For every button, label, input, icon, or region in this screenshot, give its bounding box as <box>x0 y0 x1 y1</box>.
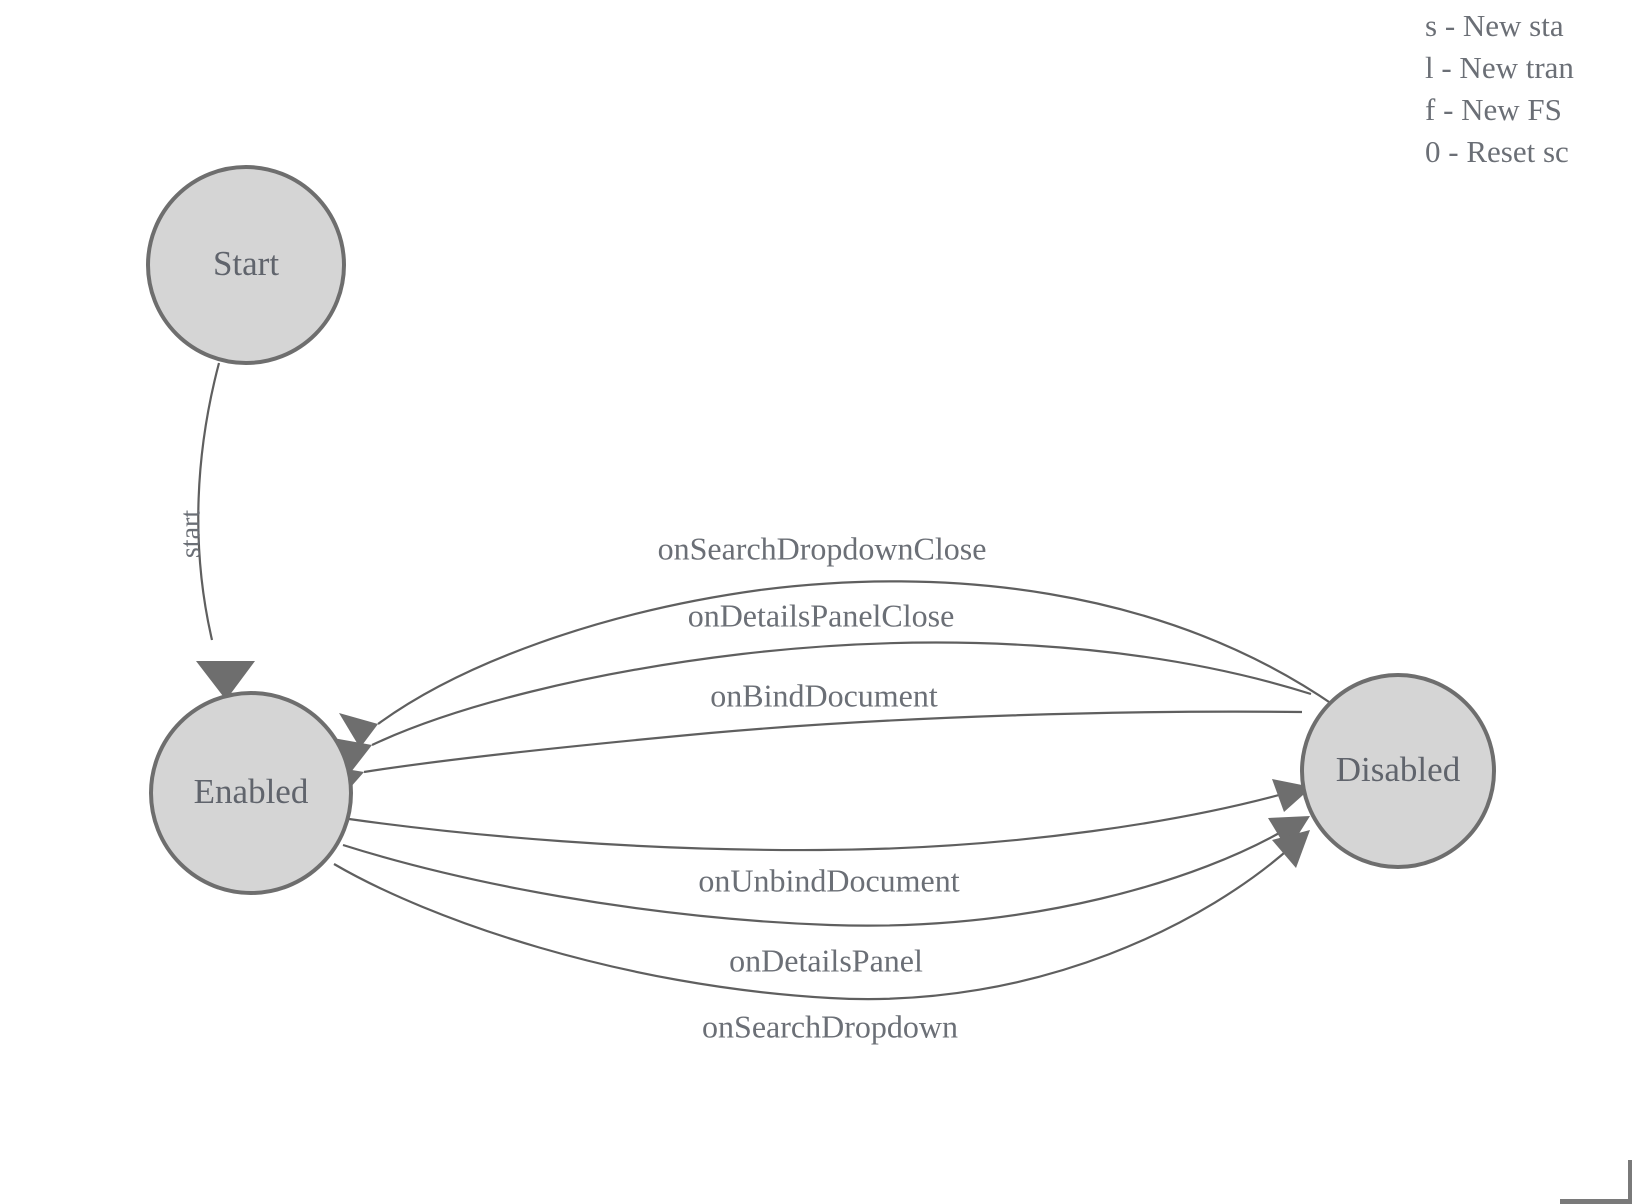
edge-disabled-to-enabled-1[interactable] <box>339 580 1336 748</box>
edge-disabled-to-enabled-2[interactable] <box>333 641 1312 772</box>
node-disabled[interactable]: Disabled <box>1300 673 1496 869</box>
edge-label-start: start <box>175 510 206 558</box>
arrowhead-icon <box>1272 830 1310 868</box>
node-start[interactable]: Start <box>146 165 346 365</box>
arrowhead-icon <box>196 661 255 700</box>
edge-label-on-search-dropdown-close: onSearchDropdownClose <box>658 530 987 566</box>
edge-path <box>348 790 1291 852</box>
edge-path <box>342 827 1289 927</box>
keyboard-shortcuts-legend: s - New sta l - New tran f - New FS 0 - … <box>1425 0 1632 173</box>
node-disabled-label: Disabled <box>1336 750 1461 789</box>
panel-border-bottom <box>1560 1199 1632 1204</box>
edge-label-on-search-dropdown: onSearchDropdown <box>702 1008 958 1044</box>
edge-path <box>333 845 1293 1001</box>
node-enabled[interactable]: Enabled <box>149 691 353 895</box>
arrowhead-icon <box>333 738 372 772</box>
edge-label-on-bind-document: onBindDocument <box>710 677 938 713</box>
edge-enabled-to-disabled-1[interactable] <box>348 779 1312 852</box>
shortcut-new-fsm: f - New FS <box>1425 92 1562 127</box>
shortcut-reset: 0 - Reset sc <box>1425 134 1569 169</box>
edge-start-to-enabled[interactable] <box>196 362 255 700</box>
edge-path <box>377 580 1336 725</box>
arrowhead-icon <box>339 713 378 748</box>
edge-disabled-to-enabled-3[interactable] <box>328 710 1303 797</box>
node-disabled-circle <box>1300 673 1496 869</box>
node-start-label: Start <box>213 244 279 283</box>
edge-label-on-details-panel: onDetailsPanel <box>729 942 923 978</box>
shortcut-new-transition: l - New tran <box>1425 50 1574 85</box>
arrowhead-icon <box>1268 816 1310 851</box>
node-enabled-label: Enabled <box>194 772 309 811</box>
edge-path <box>363 710 1303 774</box>
edge-label-on-unbind-document: onUnbindDocument <box>698 862 959 898</box>
edge-path <box>371 641 1312 746</box>
shortcut-new-state: s - New sta <box>1425 8 1564 43</box>
edge-enabled-to-disabled-2[interactable] <box>342 816 1310 927</box>
edge-enabled-to-disabled-3[interactable] <box>333 830 1310 1001</box>
edge-path <box>197 362 221 641</box>
node-start-circle <box>146 165 346 365</box>
node-enabled-circle <box>149 691 353 895</box>
panel-border-right <box>1628 1160 1632 1204</box>
edge-label-on-details-panel-close: onDetailsPanelClose <box>688 597 955 633</box>
